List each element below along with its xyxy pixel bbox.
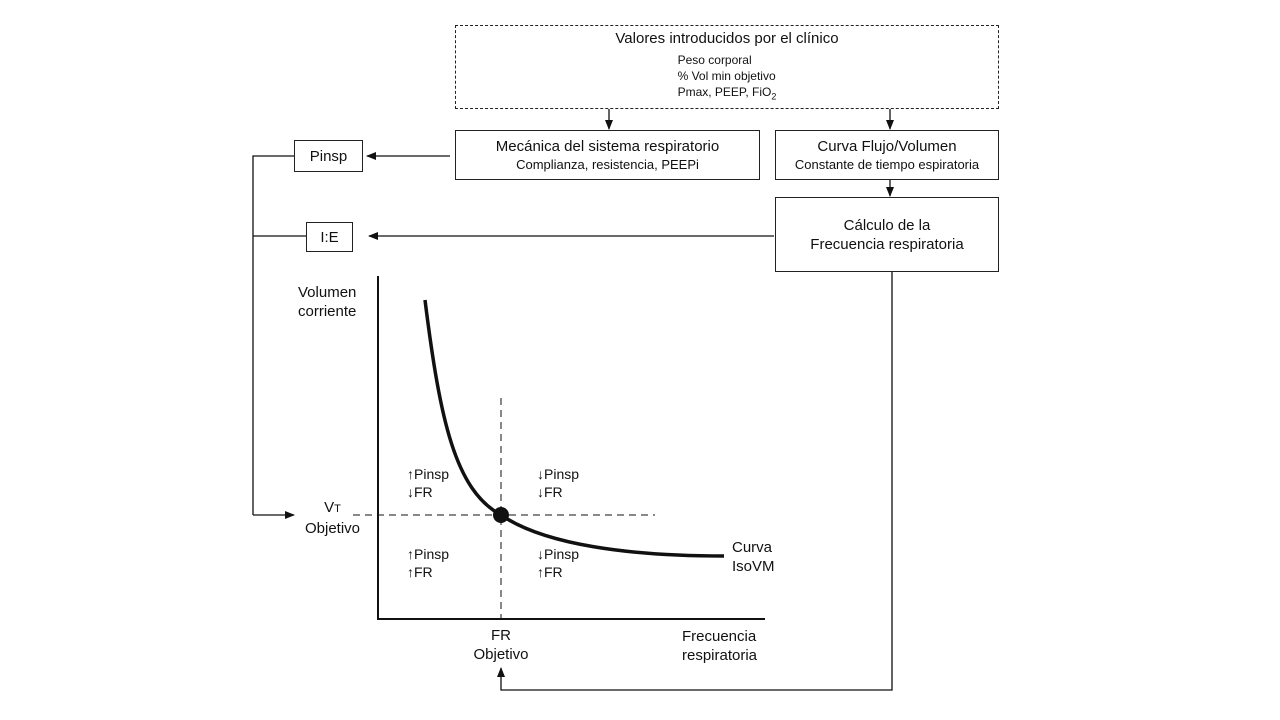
respiratory-mechanics-subtitle: Complianza, resistencia, PEEPi — [516, 157, 699, 172]
ie-label: I:E — [320, 228, 339, 246]
target-point — [493, 507, 509, 523]
isovm-curve — [423, 299, 725, 558]
loop-pinsp-to-vt — [252, 155, 294, 515]
flow-volume-subtitle: Constante de tiempo espiratoria — [794, 157, 980, 172]
respiratory-mechanics-box: Mecánica del sistema respiratorio Compli… — [455, 130, 760, 180]
flow-volume-title: Curva Flujo/Volumen — [817, 138, 957, 155]
y-axis-label: Volumen corriente — [298, 284, 357, 320]
clinician-inputs-box: Valores introducidos por el clínico Peso… — [455, 25, 999, 109]
input-target-minute-volume: % Vol min objetivo — [677, 69, 776, 84]
loop-rate-to-fr — [497, 272, 893, 691]
isovm-curve-label: Curva IsoVM — [732, 539, 775, 575]
pinsp-label: Pinsp — [309, 147, 348, 165]
vt-target-label: VT Objetivo — [305, 499, 361, 537]
rate-calculation-line2: Frecuencia respiratoria — [810, 235, 964, 253]
input-pressure-settings: Pmax, PEEP, FiO2 — [677, 85, 777, 102]
rate-calculation-box: Cálculo de la Frecuencia respiratoria — [775, 197, 999, 272]
quadrant-top-right: ↓Pinsp ↓FR — [537, 466, 580, 500]
flow-volume-box: Curva Flujo/Volumen Constante de tiempo … — [775, 130, 999, 180]
clinician-inputs-title: Valores introducidos por el clínico — [615, 30, 839, 48]
quadrant-bottom-left: ↑Pinsp ↑FR — [407, 546, 450, 580]
rate-calculation-line1: Cálculo de la — [843, 216, 931, 234]
fr-target-label: FR Objetivo — [473, 627, 529, 663]
input-body-weight: Peso corporal — [677, 53, 752, 68]
x-axis-label: Frecuencia respiratoria — [682, 628, 758, 664]
quadrant-bottom-right: ↓Pinsp ↑FR — [537, 546, 580, 580]
pinsp-box: Pinsp — [294, 140, 363, 172]
respiratory-mechanics-title: Mecánica del sistema respiratorio — [495, 138, 720, 155]
quadrant-top-left: ↑Pinsp ↓FR — [407, 466, 450, 500]
ie-box: I:E — [306, 222, 353, 252]
